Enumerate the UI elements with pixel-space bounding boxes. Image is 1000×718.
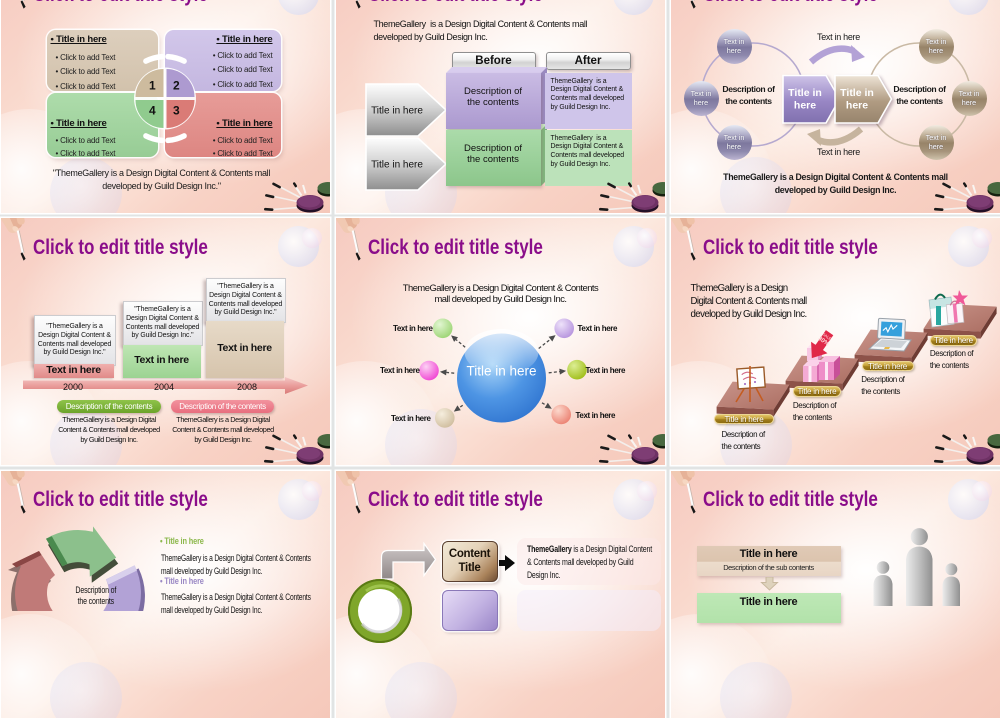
svg-text:1: 1 [149, 78, 156, 92]
svg-text:here: here [793, 99, 815, 111]
svg-text:2: 2 [173, 78, 180, 92]
svg-text:here: here [845, 99, 867, 111]
svg-text:4: 4 [149, 103, 156, 117]
svg-text:3: 3 [173, 103, 180, 117]
svg-text:SALE: SALE [821, 331, 833, 341]
svg-text:Title in: Title in [840, 87, 874, 99]
svg-text:Title in: Title in [788, 87, 822, 99]
svg-text:Title in here: Title in here [371, 159, 423, 170]
svg-text:Title in here: Title in here [371, 105, 423, 116]
svg-text:Title in here: Title in here [466, 364, 536, 379]
